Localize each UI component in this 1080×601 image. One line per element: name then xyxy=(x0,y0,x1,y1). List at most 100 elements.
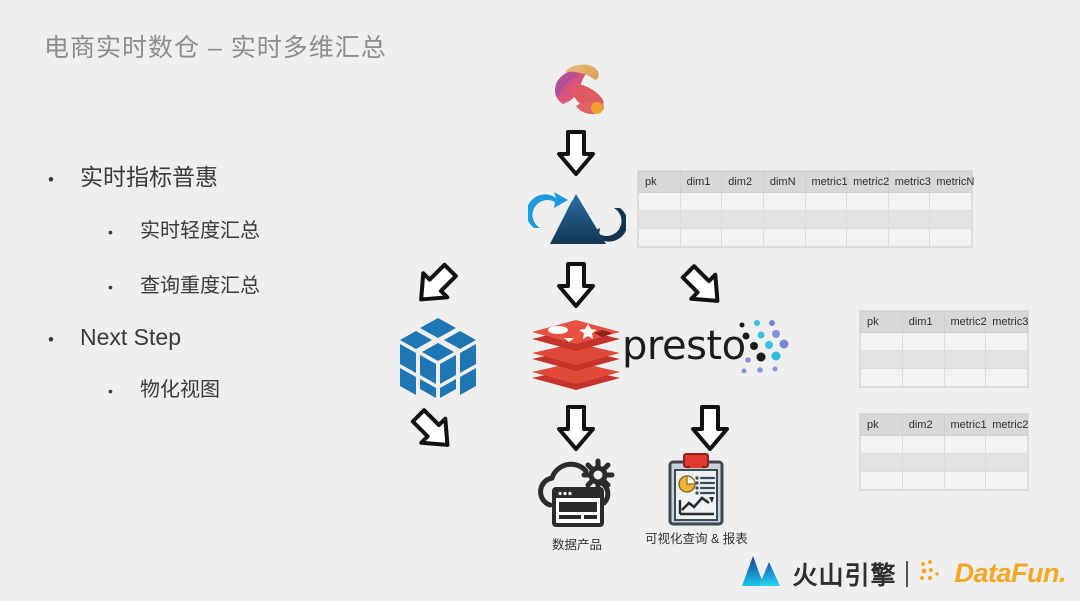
table-cell xyxy=(721,210,764,229)
table-column-header: pk xyxy=(860,414,903,436)
table-cell xyxy=(804,228,848,247)
table-cell xyxy=(887,228,931,247)
list-item: • 实时指标普惠 xyxy=(48,158,398,192)
list-item: • Next Step xyxy=(48,324,398,351)
bi-report-node: 可视化查询 & 报表 xyxy=(645,452,748,547)
bullet-dot-icon: • xyxy=(108,383,113,399)
footer-logos: 火山引擎 DataFun. xyxy=(740,554,1066,593)
table-column-header: dim1 xyxy=(679,171,723,193)
table-column-header: dim2 xyxy=(721,171,764,193)
table-cell xyxy=(985,332,1028,351)
table-cell xyxy=(985,453,1028,472)
list-item: • 查询重度汇总 xyxy=(48,269,398,298)
table-cell xyxy=(929,228,972,247)
table-cell xyxy=(846,210,889,229)
table-column-header: pk xyxy=(638,171,681,193)
table-cell xyxy=(638,210,681,229)
arrow-down-presto-to-report xyxy=(690,405,730,456)
presto-dots-icon xyxy=(732,316,802,387)
table-row xyxy=(860,332,1028,351)
presto-wordmark: presto xyxy=(622,323,746,369)
table-cell xyxy=(943,453,987,472)
list-item: • 实时轻度汇总 xyxy=(48,214,398,243)
table-column-header: metric2 xyxy=(846,171,889,193)
list-item-label: 查询重度汇总 xyxy=(140,275,260,297)
table-cell xyxy=(721,192,764,211)
table-cell xyxy=(901,435,945,454)
table-cell xyxy=(679,192,723,211)
table-cell xyxy=(721,228,764,247)
table-cell xyxy=(887,192,931,211)
table-column-header: metric2 xyxy=(985,414,1028,436)
data-product-icon xyxy=(528,455,626,532)
table-cell xyxy=(985,350,1028,369)
table-cell xyxy=(860,453,903,472)
footer-divider xyxy=(906,560,909,587)
bullet-dot-icon: • xyxy=(48,170,54,189)
table-column-header: dim1 xyxy=(901,311,945,333)
table-column-header: metric1 xyxy=(804,171,848,193)
table-cell xyxy=(638,228,681,247)
bullet-dot-icon: • xyxy=(48,330,54,349)
table-row xyxy=(638,228,972,247)
table-cell xyxy=(860,435,903,454)
bi-report-icon xyxy=(645,452,748,526)
bi-report-label: 可视化查询 & 报表 xyxy=(645,532,748,546)
table-cell xyxy=(943,368,987,387)
table-column-header: metricN xyxy=(929,171,974,193)
table-cell xyxy=(985,368,1028,387)
table-cell xyxy=(901,350,945,369)
table-cell xyxy=(762,210,806,229)
table-column-header: pk xyxy=(860,311,903,333)
table-cell xyxy=(679,210,723,229)
table-column-header: metric3 xyxy=(887,171,931,193)
list-item-label: 物化视图 xyxy=(140,379,220,401)
bullet-dot-icon: • xyxy=(108,279,113,295)
arrow-down-agg-to-redis xyxy=(556,262,596,313)
streaming-aggregation-icon xyxy=(526,186,628,255)
data-product-label: 数据产品 xyxy=(551,538,602,552)
list-item: • 物化视图 xyxy=(48,373,398,402)
datafun-dots-icon xyxy=(918,558,944,589)
table-cell xyxy=(929,192,972,211)
flink-squirrel-icon xyxy=(543,58,609,125)
table-cell xyxy=(860,471,903,490)
datafun-brand-label: DataFun. xyxy=(954,558,1066,588)
list-item-label: 实时轻度汇总 xyxy=(140,220,260,242)
table-cell xyxy=(846,228,889,247)
table-cell xyxy=(901,332,945,351)
table-row xyxy=(860,368,1028,387)
table-cell xyxy=(804,192,848,211)
table-cell xyxy=(929,210,972,229)
table-row xyxy=(638,210,972,229)
table-cell xyxy=(901,453,945,472)
table-cell xyxy=(860,368,903,387)
volcano-mountain-icon xyxy=(740,554,782,593)
table-cell xyxy=(762,228,806,247)
table-cell xyxy=(860,332,903,351)
table-row xyxy=(860,471,1028,490)
bullet-dot-icon: • xyxy=(108,224,113,240)
arrow-down-redis-to-product xyxy=(556,405,596,456)
table-row xyxy=(860,435,1028,454)
table-column-header: dim2 xyxy=(901,414,945,436)
list-item-label: 实时指标普惠 xyxy=(80,164,218,190)
table-row xyxy=(638,192,972,211)
list-item-label: Next Step xyxy=(80,324,181,350)
table-cell xyxy=(943,350,987,369)
arrow-down-flink-to-agg xyxy=(556,130,596,181)
olap-cube-icon xyxy=(398,316,478,405)
table-column-header: metric2 xyxy=(943,311,987,333)
table-column-header: metric1 xyxy=(943,414,987,436)
table-cell xyxy=(985,435,1028,454)
volcano-brand-label: 火山引擎 xyxy=(792,561,897,590)
table-cell xyxy=(860,350,903,369)
table-cell xyxy=(887,210,931,229)
table-cell xyxy=(804,210,848,229)
